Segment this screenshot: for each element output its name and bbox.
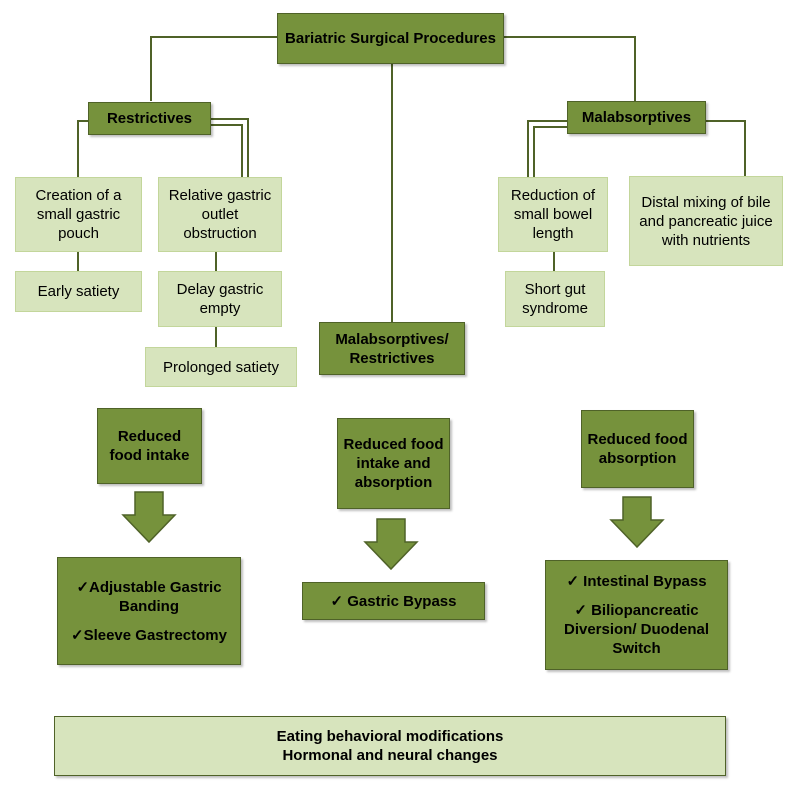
procedures-right-node: ✓ Intestinal Bypass ✓ Biliopancreatic Di… xyxy=(545,560,728,670)
restrictives-node: Restrictives xyxy=(88,102,211,135)
bowel-label: Reduction of small bowel length xyxy=(510,187,596,242)
connector xyxy=(247,118,249,178)
connector xyxy=(634,36,636,101)
procedure-biliopancreatic: ✓ Biliopancreatic Diversion/ Duodenal Sw… xyxy=(563,602,710,657)
connector xyxy=(77,120,89,122)
arrow-down-icon xyxy=(121,491,177,544)
procedure-gastric-bypass: ✓ Gastric Bypass xyxy=(330,592,457,610)
connector xyxy=(391,64,393,322)
pouch-node: Creation of a small gastric pouch xyxy=(15,177,142,252)
root-label: Bariatric Surgical Procedures xyxy=(285,30,496,47)
restrictives-label: Restrictives xyxy=(106,110,193,127)
effect-right-node: Reduced food absorption xyxy=(581,410,694,488)
connector xyxy=(553,251,555,272)
prolonged-node: Prolonged satiety xyxy=(145,347,297,387)
connector xyxy=(705,120,745,122)
connector xyxy=(150,36,152,101)
root-node: Bariatric Surgical Procedures xyxy=(277,13,504,64)
arrow-down-icon xyxy=(609,496,665,549)
malabsorptives-label: Malabsorptives xyxy=(581,109,692,126)
connector xyxy=(215,326,217,348)
early-satiety-node: Early satiety xyxy=(15,271,142,312)
connector xyxy=(744,120,746,177)
short-gut-node: Short gut syndrome xyxy=(505,271,605,327)
footer-line-1: Eating behavioral modifications xyxy=(276,728,504,745)
early-satiety-label: Early satiety xyxy=(37,283,120,300)
combined-label: Malabsorptives/ Restrictives xyxy=(335,330,449,367)
arrow-down-icon xyxy=(363,518,419,571)
procedure-banding: ✓Adjustable Gastric Banding xyxy=(76,578,222,615)
connector xyxy=(241,124,243,178)
connector xyxy=(77,126,79,178)
connector xyxy=(150,36,277,38)
effect-left-label: Reduced food intake xyxy=(109,428,190,464)
outlet-node: Relative gastric outlet obstruction xyxy=(158,177,282,252)
malabsorptives-node: Malabsorptives xyxy=(567,101,706,134)
connector xyxy=(527,120,529,178)
outlet-label: Relative gastric outlet obstruction xyxy=(168,187,272,242)
combined-node: Malabsorptives/ Restrictives xyxy=(319,322,465,375)
connector xyxy=(210,118,248,120)
footer-line-2: Hormonal and neural changes xyxy=(282,747,498,764)
procedures-middle-node: ✓ Gastric Bypass xyxy=(302,582,485,620)
effect-middle-node: Reduced food intake and absorption xyxy=(337,418,450,509)
effect-middle-label: Reduced food intake and absorption xyxy=(343,436,444,491)
procedure-intestinal-bypass: ✓ Intestinal Bypass xyxy=(566,573,707,590)
procedures-left-node: ✓Adjustable Gastric Banding ✓Sleeve Gast… xyxy=(57,557,241,665)
procedure-sleeve: ✓Sleeve Gastrectomy xyxy=(71,626,227,644)
prolonged-label: Prolonged satiety xyxy=(163,358,279,376)
connector xyxy=(533,126,568,128)
short-gut-label: Short gut syndrome xyxy=(522,281,588,317)
bowel-node: Reduction of small bowel length xyxy=(498,177,608,252)
distal-label: Distal mixing of bile and pancreatic jui… xyxy=(639,193,773,249)
distal-node: Distal mixing of bile and pancreatic jui… xyxy=(629,176,783,266)
pouch-label: Creation of a small gastric pouch xyxy=(35,187,122,242)
footer-node: Eating behavioral modifications Hormonal… xyxy=(54,716,726,776)
connector xyxy=(210,124,242,126)
connector xyxy=(503,36,635,38)
connector xyxy=(215,251,217,272)
connector xyxy=(527,120,568,122)
effect-left-node: Reduced food intake xyxy=(97,408,202,484)
connector xyxy=(533,126,535,178)
delay-label: Delay gastric empty xyxy=(176,281,264,317)
delay-node: Delay gastric empty xyxy=(158,271,282,327)
effect-right-label: Reduced food absorption xyxy=(587,431,688,467)
connector xyxy=(77,251,79,272)
